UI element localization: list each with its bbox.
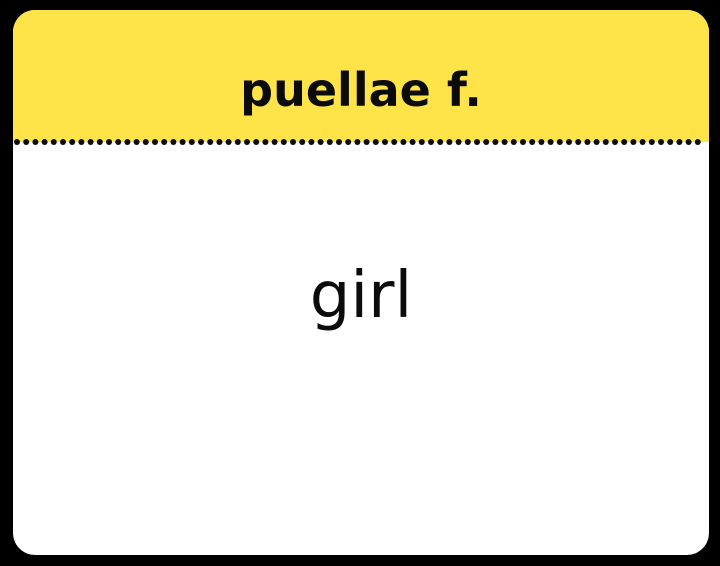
dotted-divider — [14, 139, 701, 145]
card-header: puellae f. — [13, 10, 709, 142]
definition-text: girl — [309, 259, 413, 333]
term-text: puellae f. — [240, 63, 482, 117]
flashcard[interactable]: puellae f. girl — [13, 10, 709, 555]
